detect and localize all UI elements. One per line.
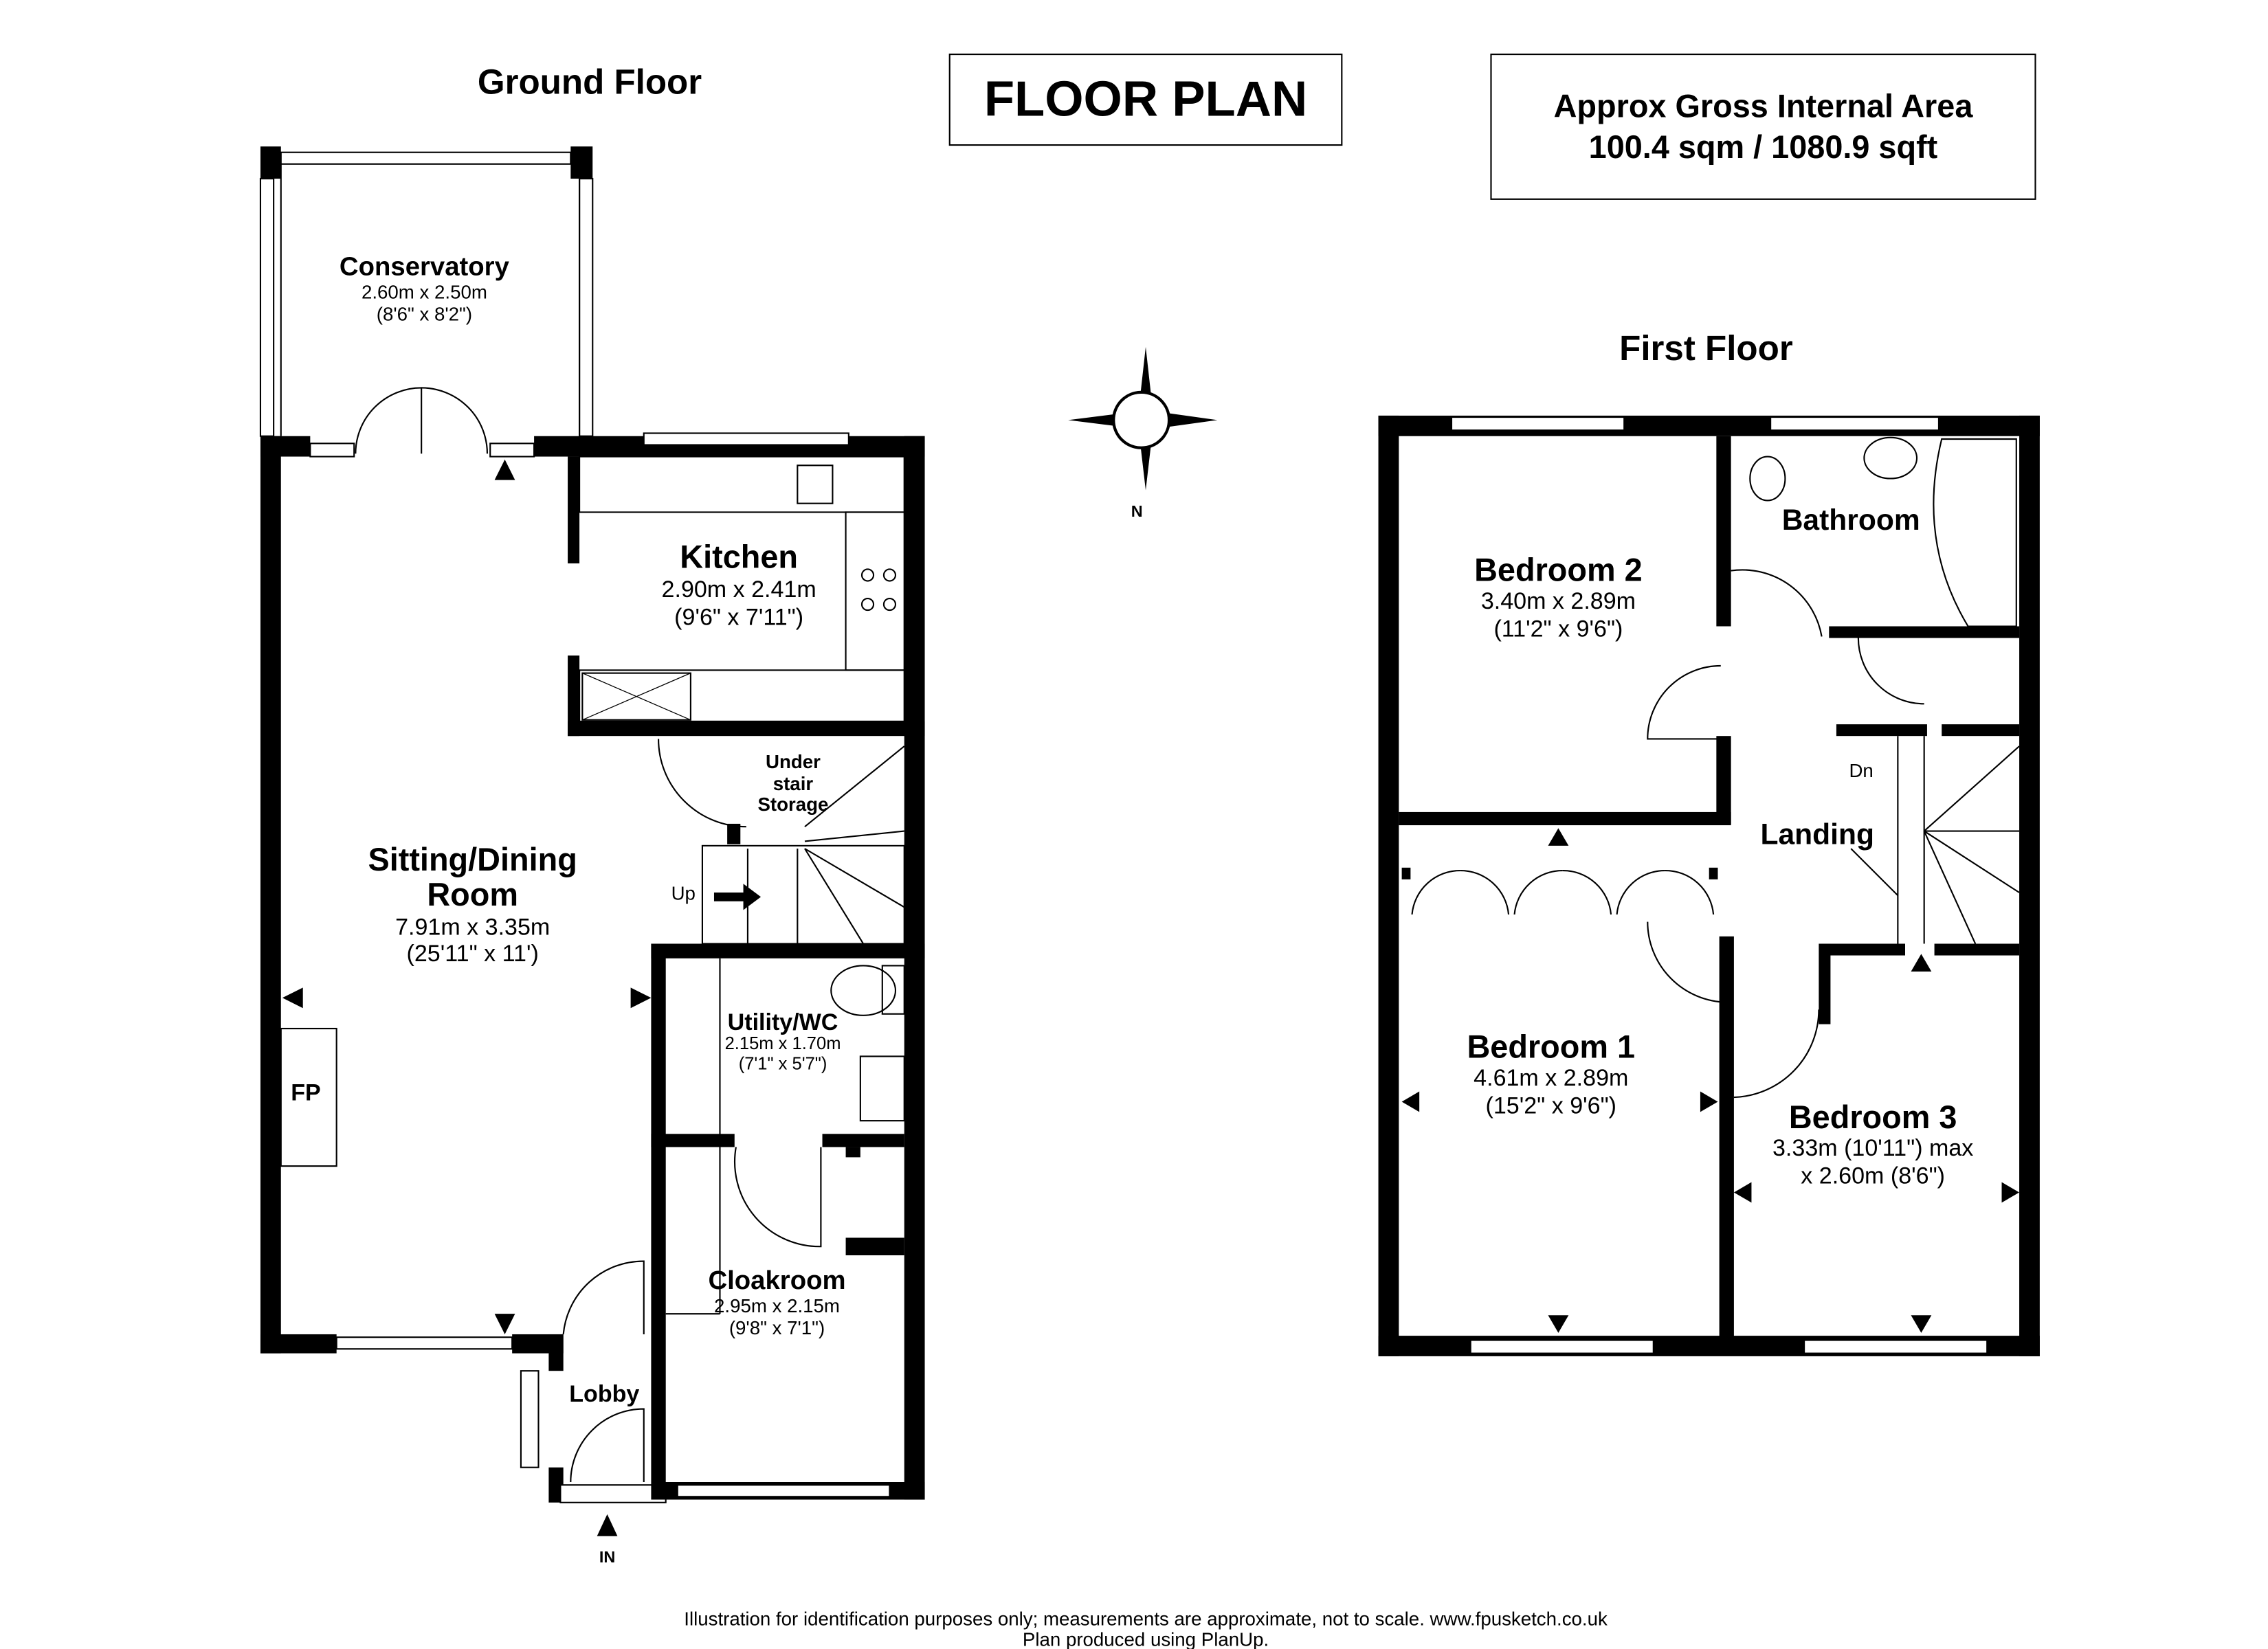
room-label-conservatory: Conservatory xyxy=(340,252,510,282)
entrance-arrow-icon xyxy=(597,1514,618,1536)
basin-icon xyxy=(1863,436,1918,480)
room-label-storage-2: stair xyxy=(773,773,814,794)
room-label-kitchen: Kitchen xyxy=(680,539,798,574)
basin-icon xyxy=(859,1055,905,1122)
room-size: 4.61m x 2.89m xyxy=(1474,1065,1628,1091)
toilet-icon xyxy=(1749,456,1786,502)
room-size: 3.33m (10'11") max xyxy=(1772,1135,1973,1161)
plan-title: FLOOR PLAN xyxy=(984,71,1307,126)
first-floor-heading: First Floor xyxy=(1619,328,1793,368)
wardrobe xyxy=(1411,869,1715,915)
room-label-storage-3: Storage xyxy=(757,794,828,815)
compass-north-label: N xyxy=(1131,502,1143,520)
room-size-imperial: (9'6" x 7'11") xyxy=(674,604,803,630)
room-size: 2.95m x 2.15m xyxy=(714,1295,840,1316)
room-label-sitting-dining: Sitting/Dining xyxy=(368,842,577,877)
room-label-bedroom-2: Bedroom 2 xyxy=(1474,552,1643,588)
room-label-sitting-dining-2: Room xyxy=(427,877,518,912)
area-box xyxy=(1490,54,2036,200)
fireplace-label: FP xyxy=(291,1079,321,1106)
room-label-lobby: Lobby xyxy=(569,1381,639,1407)
room-label-bedroom-1: Bedroom 1 xyxy=(1467,1029,1635,1065)
room-size: 2.15m x 1.70m xyxy=(725,1034,841,1053)
room-size-imperial: (25'11" x 11') xyxy=(407,941,539,967)
fireplace xyxy=(280,1027,337,1167)
room-label-utility: Utility/WC xyxy=(728,1009,838,1035)
room-label-bedroom-3: Bedroom 3 xyxy=(1789,1099,1957,1135)
room-label-storage: Under xyxy=(766,751,821,772)
title-box xyxy=(948,53,1343,146)
disclaimer: Illustration for identification purposes… xyxy=(684,1608,1608,1630)
entrance-label: IN xyxy=(599,1548,615,1566)
room-size: 3.40m x 2.89m xyxy=(1481,588,1636,614)
bath-icon xyxy=(1933,438,2017,627)
room-label-bathroom: Bathroom xyxy=(1782,504,1920,537)
room-size: 7.91m x 3.35m xyxy=(395,915,550,941)
room-size-2: x 2.60m (8'6") xyxy=(1801,1163,1945,1189)
room-size-imperial: (9'8" x 7'1") xyxy=(729,1317,825,1338)
room-size-imperial: (7'1" x 5'7") xyxy=(739,1055,827,1074)
credit: Plan produced using PlanUp. xyxy=(1023,1628,1269,1649)
first-floor-plan xyxy=(1378,415,2040,1356)
room-size: 2.60m x 2.50m xyxy=(362,282,487,303)
compass-icon xyxy=(1068,346,1218,491)
room-size-imperial: (15'2" x 9'6") xyxy=(1486,1092,1616,1119)
stairs-down-label: Dn xyxy=(1849,760,1873,781)
hob-icon xyxy=(860,568,897,612)
area-label: Approx Gross Internal Area xyxy=(1554,89,1974,124)
toilet-icon xyxy=(830,965,897,1016)
area-value: 100.4 sqm / 1080.9 sqft xyxy=(1589,129,1938,165)
stairs-up-label: Up xyxy=(671,883,696,904)
ground-floor-plan xyxy=(259,146,925,1536)
stair-arrow-icon xyxy=(713,884,761,910)
room-size-imperial: (11'2" x 9'6") xyxy=(1493,616,1623,642)
sink-icon xyxy=(797,464,834,504)
room-size-imperial: (8'6" x 8'2") xyxy=(377,304,472,325)
room-size: 2.90m x 2.41m xyxy=(662,576,816,603)
ground-floor-heading: Ground Floor xyxy=(478,63,702,102)
room-label-landing: Landing xyxy=(1760,818,1874,851)
room-label-cloakroom: Cloakroom xyxy=(708,1266,845,1295)
